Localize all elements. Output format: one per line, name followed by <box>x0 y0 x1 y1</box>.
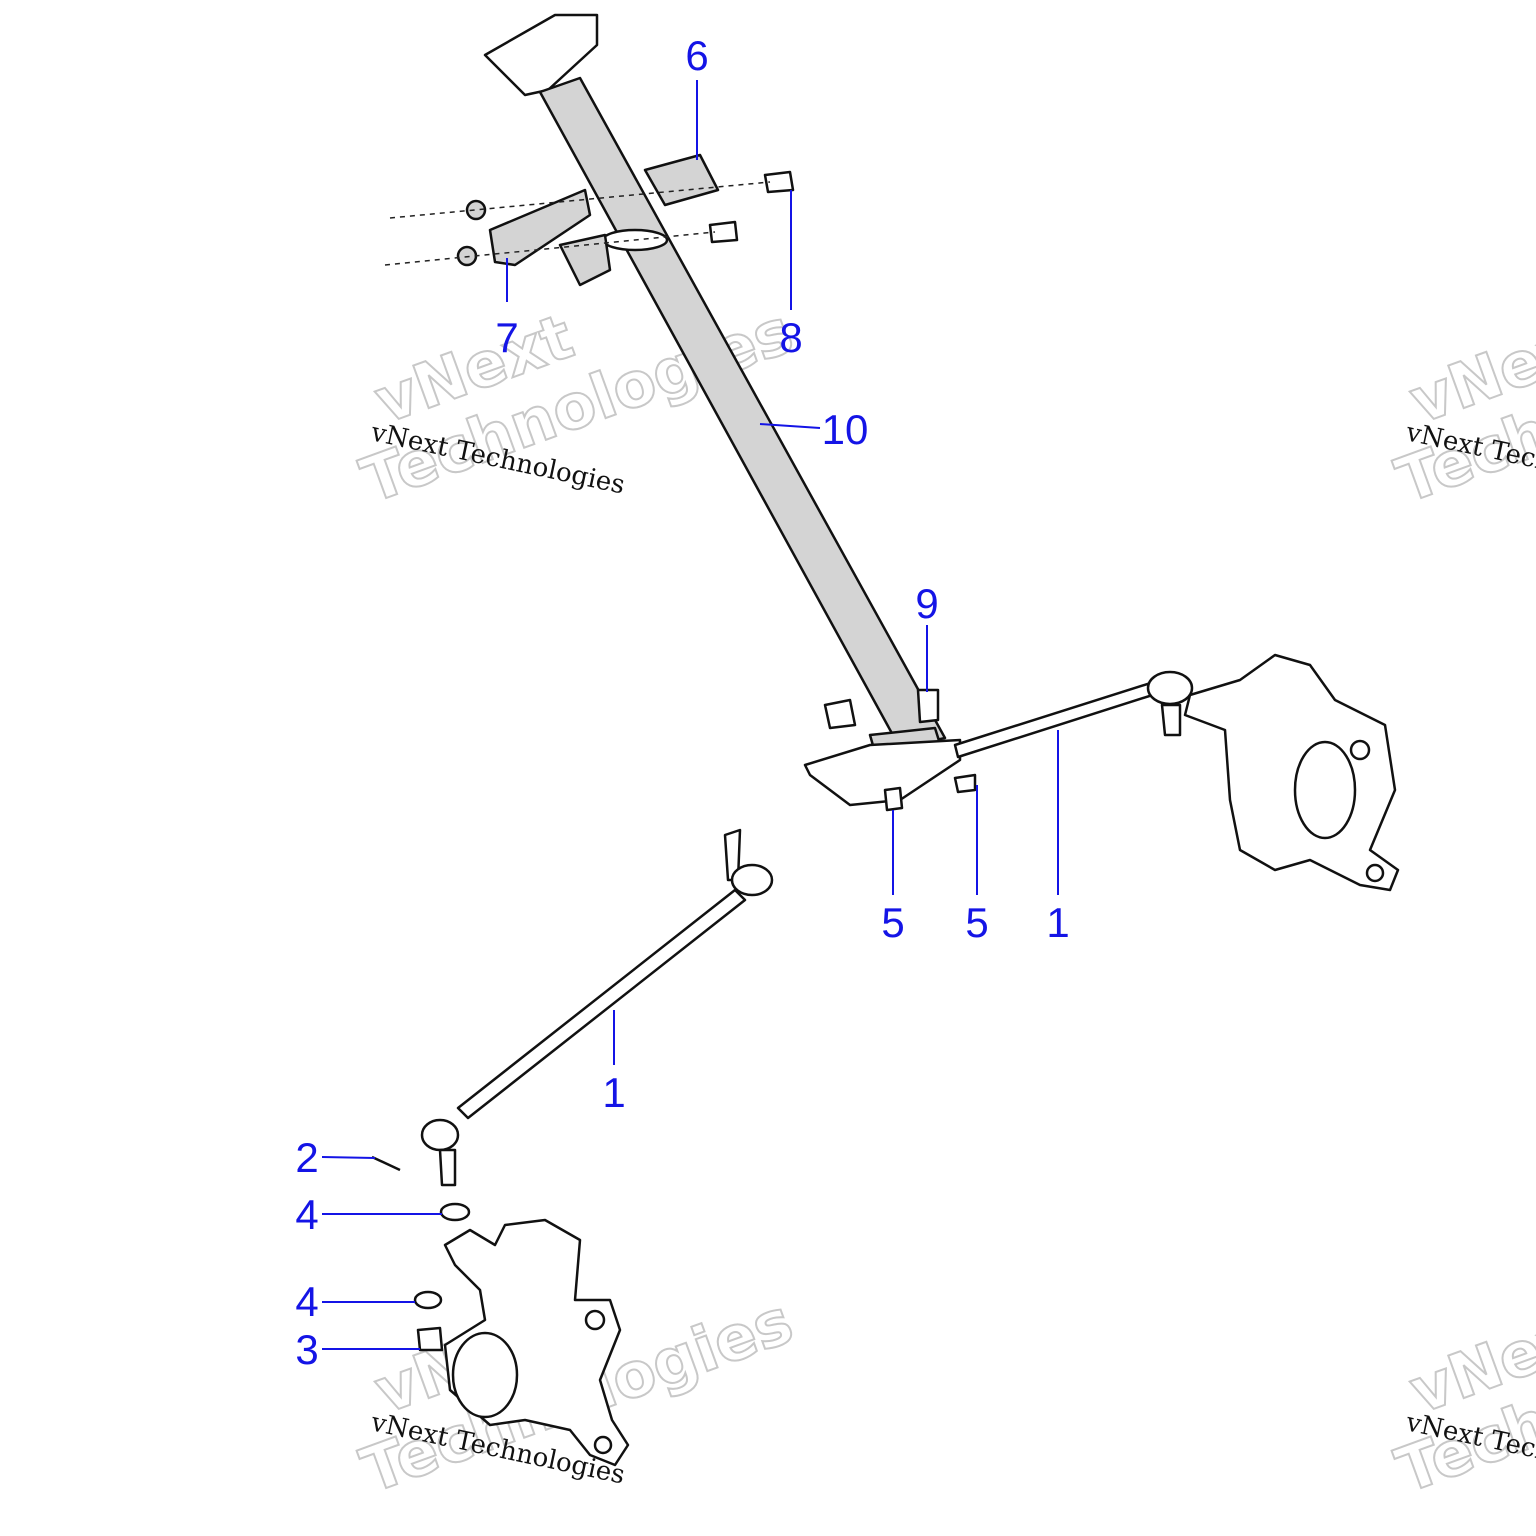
callout-label: 3 <box>295 1326 318 1373</box>
callout-label: 5 <box>965 899 988 946</box>
callout-label: 1 <box>1046 899 1069 946</box>
callout-label: 2 <box>295 1134 318 1181</box>
tie-rod-right <box>953 670 1194 759</box>
tie-rod-left <box>371 828 774 1187</box>
steering-column <box>483 13 947 750</box>
steering-knuckle-left <box>413 1202 630 1467</box>
callout-label: 6 <box>685 32 708 79</box>
steering-knuckle-right <box>1183 653 1400 892</box>
steering-base <box>803 688 977 812</box>
callout-label: 5 <box>881 899 904 946</box>
callout-label: 7 <box>495 314 518 361</box>
callout-label: 10 <box>822 406 869 453</box>
leader-lines <box>321 80 1059 1350</box>
callout-label: 9 <box>915 580 938 627</box>
callout-label: 4 <box>295 1278 318 1325</box>
callout-label: 1 <box>602 1069 625 1116</box>
callout-label: 8 <box>779 314 802 361</box>
column-clamp <box>384 153 795 287</box>
callout-label: 4 <box>295 1191 318 1238</box>
